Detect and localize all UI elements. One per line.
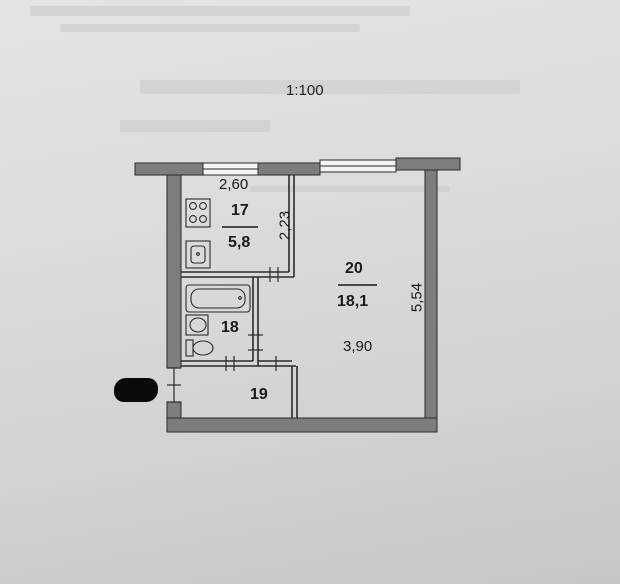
top-wall-middle [257,162,321,176]
scale-label: 1:100 [286,82,324,99]
bathtub-icon [185,284,251,313]
bleed-through-text-3 [140,80,520,94]
door-ticks [225,267,279,371]
bleed-through-text-2 [60,24,360,32]
kitchen-sink-icon [185,240,211,269]
bleed-through-text-4 [120,120,270,132]
stove-icon [185,198,211,228]
left-wall-upper [166,174,182,369]
washbasin-icon [185,314,209,336]
kitchen-room-number: 17 [231,202,249,219]
kitchen-room-area: 5,8 [228,234,251,251]
living-room-area: 18,1 [337,293,369,310]
bleed-through-text-5 [250,186,450,192]
hall-room-number: 19 [250,386,268,403]
toilet-icon [185,339,214,357]
living-width-dimension: 3,90 [343,338,373,355]
bleed-through-text-1 [30,6,410,16]
kitchen-depth-dimension: 2,23 [276,210,294,241]
area-fraction-lines [222,226,377,286]
living-depth-dimension: 5,54 [408,282,426,313]
windows [202,159,397,176]
top-wall-left [134,162,204,176]
bottom-wall [166,417,438,433]
partitions [181,175,298,418]
right-wall [424,169,438,433]
kitchen-width-dimension: 2,60 [219,176,249,193]
bathroom-room-number: 18 [221,319,239,336]
redaction-mark [114,378,158,402]
top-wall-right [395,157,461,171]
entrance-door [167,367,181,403]
living-room-number: 20 [345,260,363,277]
outer-walls [134,157,461,433]
